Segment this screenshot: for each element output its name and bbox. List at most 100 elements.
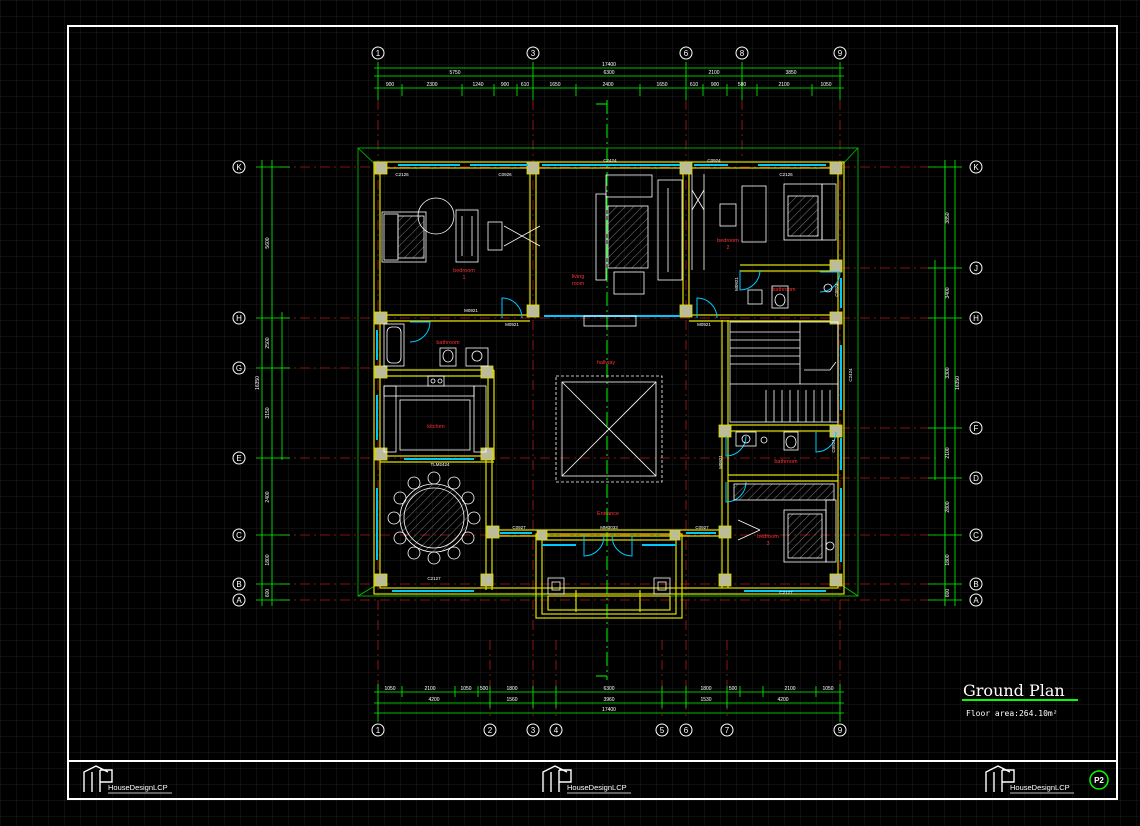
room-label-bedroom-3: bedroom [757, 534, 779, 540]
svg-text:3400: 3400 [945, 287, 951, 298]
svg-text:room: room [572, 281, 585, 287]
svg-text:M0921: M0921 [697, 322, 711, 327]
svg-text:P2: P2 [1094, 776, 1104, 785]
room-label-bathroom-2: bathroom [436, 340, 460, 346]
house-logo-icon [542, 765, 572, 792]
top-grid-bubbles: 1 3 6 8 9 [371, 46, 847, 60]
porch-details [547, 577, 671, 595]
svg-text:J: J [974, 264, 978, 273]
bottom-dimensions [374, 684, 844, 722]
svg-text:1800: 1800 [945, 554, 951, 565]
brand-text-center: HouseDesignLCP [567, 783, 627, 792]
svg-text:1: 1 [462, 275, 465, 281]
svg-text:2300: 2300 [426, 82, 437, 88]
bathroom-1-fixtures [747, 283, 833, 309]
svg-text:1800: 1800 [700, 686, 711, 692]
svg-text:1800: 1800 [265, 554, 271, 565]
svg-text:5600: 5600 [265, 237, 271, 248]
svg-text:900: 900 [501, 82, 510, 88]
svg-text:C2126: C2126 [395, 172, 409, 177]
sheet-number-badge: P2 [1089, 770, 1109, 790]
svg-text:600: 600 [265, 589, 271, 598]
svg-text:1560: 1560 [506, 697, 517, 703]
bottom-grid-bubbles: 1 2 3 4 5 6 7 9 [371, 723, 847, 737]
svg-text:M0921: M0921 [718, 455, 723, 469]
svg-text:900: 900 [711, 82, 720, 88]
svg-text:C: C [236, 531, 242, 540]
svg-text:2400: 2400 [602, 82, 613, 88]
svg-text:3300: 3300 [945, 367, 951, 378]
svg-text:1: 1 [376, 49, 381, 58]
dining-table-icon [387, 471, 481, 565]
top-dimensions [374, 62, 844, 100]
svg-text:3: 3 [531, 49, 536, 58]
svg-text:C: C [973, 531, 979, 540]
svg-text:2100: 2100 [784, 686, 795, 692]
svg-text:6300: 6300 [603, 686, 614, 692]
svg-text:5750: 5750 [449, 70, 460, 76]
bed-1-icon [381, 197, 541, 263]
room-label-living: living [572, 274, 585, 280]
svg-text:1240: 1240 [472, 82, 483, 88]
svg-text:2100: 2100 [945, 447, 951, 458]
svg-text:C0924: C0924 [834, 283, 839, 297]
logo-left: HouseDesignLCP [83, 765, 172, 794]
columns [374, 161, 843, 587]
right-dimensions [928, 160, 962, 606]
room-label-kitchen: kitchen [427, 424, 444, 430]
room-label-hallway: hallway [597, 360, 616, 366]
svg-text:1: 1 [376, 726, 381, 735]
svg-text:C2127: C2127 [427, 576, 441, 581]
svg-text:1650: 1650 [549, 82, 560, 88]
svg-text:1530: 1530 [700, 697, 711, 703]
svg-text:TLM2424: TLM2424 [430, 462, 450, 467]
logo-right: HouseDesignLCP [985, 765, 1074, 794]
grid-bubble-top-3: 3 [526, 46, 540, 60]
svg-text:2400: 2400 [265, 491, 271, 502]
svg-text:C2126: C2126 [779, 172, 793, 177]
sofa-set-icon [595, 174, 683, 295]
svg-text:M0921: M0921 [505, 322, 519, 327]
svg-text:G: G [236, 364, 242, 373]
windows [376, 164, 842, 592]
stairwell-void [555, 315, 663, 483]
room-label-bedroom-1: bedroom [453, 268, 475, 274]
svg-text:610: 610 [521, 82, 530, 88]
walls [373, 161, 845, 619]
svg-text:3: 3 [766, 541, 769, 547]
svg-text:C2127: C2127 [779, 590, 793, 595]
bed-2-icon [691, 174, 837, 270]
svg-text:B: B [973, 580, 978, 589]
room-label-bathroom-3: bathroom [774, 459, 798, 465]
svg-text:2: 2 [488, 726, 493, 735]
room-label-bathroom-1: bathroom [772, 287, 796, 293]
house-logo-icon [83, 765, 113, 792]
svg-text:900: 900 [386, 82, 395, 88]
svg-text:17400: 17400 [602, 62, 616, 68]
kitchen-counter [383, 375, 487, 453]
brand-text-right: HouseDesignLCP [1010, 783, 1070, 792]
house-logo-icon [985, 765, 1015, 792]
svg-text:5: 5 [660, 726, 665, 735]
svg-text:2800: 2800 [945, 501, 951, 512]
right-grid-bubbles: K J H F D C B A [969, 160, 983, 607]
svg-text:2100: 2100 [424, 686, 435, 692]
svg-text:K: K [236, 163, 242, 172]
bathroom-3-fixtures [735, 431, 799, 451]
svg-text:2500: 2500 [265, 337, 271, 348]
svg-text:A: A [973, 596, 979, 605]
svg-text:2100: 2100 [708, 70, 719, 76]
bathroom-2-fixtures [383, 323, 489, 367]
sheet-frame [67, 25, 1118, 800]
svg-text:2: 2 [726, 245, 729, 251]
svg-text:D: D [973, 474, 979, 483]
svg-text:3850: 3850 [945, 212, 951, 223]
svg-text:K: K [973, 163, 979, 172]
svg-text:H: H [236, 314, 242, 323]
svg-text:600: 600 [945, 589, 951, 598]
svg-text:MM3033: MM3033 [600, 525, 618, 530]
top-dimension-text: 17400 5750 6300 2100 3850 900 2300 1240 … [386, 62, 832, 88]
svg-text:1050: 1050 [384, 686, 395, 692]
grid-bubble-top-9: 9 [833, 46, 847, 60]
